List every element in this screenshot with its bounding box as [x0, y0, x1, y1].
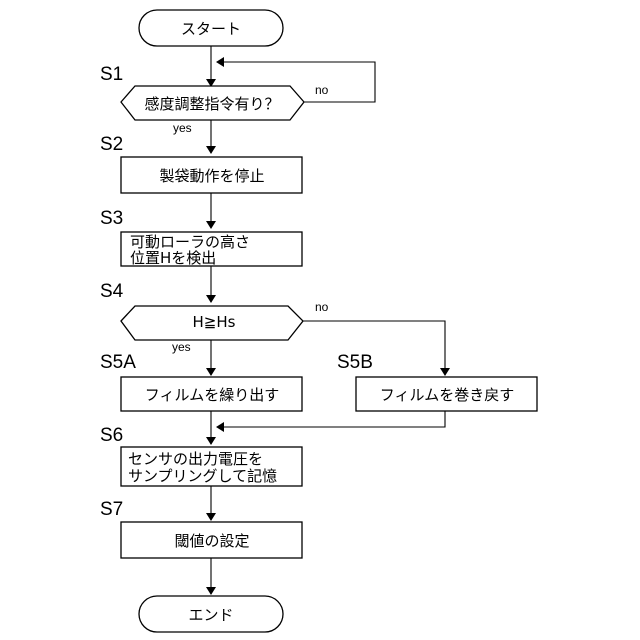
process-s6-line2: サンプリングして記憶 [128, 467, 277, 485]
arrow-s5b-merge [217, 411, 445, 427]
process-s5a: フィルムを繰り出す [121, 377, 302, 411]
process-s2-text: 製袋動作を停止 [159, 167, 264, 185]
end-label: エンド [188, 606, 233, 624]
s4-yes-label: yes [172, 340, 191, 354]
step-label-s4: S4 [100, 281, 124, 302]
process-s7: 閾値の設定 [121, 522, 302, 558]
process-s2: 製袋動作を停止 [121, 157, 302, 193]
process-s6: センサの出力電圧を サンプリングして記憶 [121, 447, 302, 486]
decision-s1-text: 感度調整指令有り？ [144, 95, 279, 113]
s1-no-label: no [315, 83, 329, 97]
process-s3-line2: 位置Hを検出 [130, 249, 216, 267]
process-s5a-text: フィルムを繰り出す [145, 386, 279, 404]
step-label-s7: S7 [100, 499, 123, 520]
s4-no-label: no [315, 300, 329, 314]
s1-yes-label: yes [173, 121, 192, 135]
process-s5b-text: フィルムを巻き戻す [380, 386, 514, 404]
end-terminal: エンド [139, 596, 283, 632]
step-label-s1: S1 [100, 64, 123, 85]
step-label-s5b: S5B [337, 352, 373, 373]
step-label-s5a: S5A [100, 352, 136, 373]
process-s3: 可動ローラの高さ 位置Hを検出 [121, 232, 302, 267]
step-label-s2: S2 [100, 134, 123, 155]
start-label: スタート [181, 20, 241, 38]
step-label-s6: S6 [100, 425, 123, 446]
process-s5b: フィルムを巻き戻す [356, 377, 537, 411]
start-terminal: スタート [139, 10, 283, 46]
process-s7-text: 閾値の設定 [174, 532, 249, 550]
decision-s1: 感度調整指令有り？ [121, 86, 304, 120]
step-label-s3: S3 [100, 208, 123, 229]
process-s6-line1: センサの出力電圧を [128, 450, 263, 468]
decision-s4-text: H≧Hs [193, 313, 236, 331]
arrow-s4-no-to-s5b [303, 321, 445, 375]
decision-s4: H≧Hs [121, 306, 303, 340]
